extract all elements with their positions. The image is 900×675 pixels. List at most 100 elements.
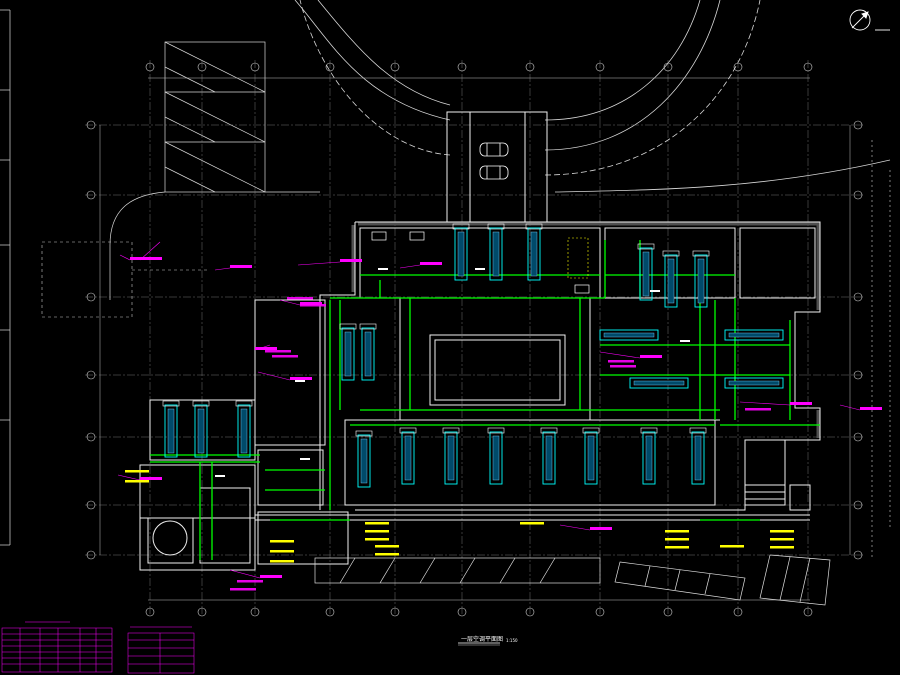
grid-bubble-icon bbox=[86, 292, 96, 302]
equipment-label bbox=[270, 540, 294, 543]
annotation-text-block bbox=[287, 297, 313, 300]
grid-bubble-icon bbox=[390, 607, 400, 617]
unit-header bbox=[582, 427, 600, 434]
annotation-callouts bbox=[117, 241, 882, 591]
leader-line bbox=[257, 371, 291, 381]
annotation-text-block bbox=[255, 347, 277, 350]
unit-header bbox=[339, 323, 357, 330]
leader-line bbox=[599, 351, 641, 359]
equipment-label bbox=[125, 480, 149, 483]
equipment-label bbox=[270, 550, 294, 553]
text-labels bbox=[125, 268, 794, 563]
outer-wall-band bbox=[351, 222, 820, 438]
room-label bbox=[650, 290, 660, 292]
equipment-label bbox=[665, 546, 689, 549]
air-handler-unit bbox=[341, 327, 355, 381]
equipment-zone bbox=[567, 237, 589, 279]
leader-line bbox=[559, 524, 591, 531]
annotation-text-block bbox=[610, 365, 636, 368]
grid-bubble-icon bbox=[853, 292, 863, 302]
unit-coil bbox=[457, 231, 465, 277]
unit-header bbox=[399, 427, 417, 434]
grid-bubble-icon bbox=[390, 62, 400, 72]
grid-bubble-icon bbox=[853, 432, 863, 442]
room-label bbox=[215, 475, 225, 477]
grid-bubble-icon bbox=[86, 550, 96, 560]
equipment-units bbox=[162, 223, 784, 488]
leader-line bbox=[214, 267, 231, 271]
room-label bbox=[680, 340, 690, 342]
leader-line bbox=[297, 261, 341, 266]
unit-coil bbox=[404, 435, 412, 481]
grid-bubble-icon bbox=[86, 190, 96, 200]
unit-coil bbox=[667, 258, 675, 304]
unit-header bbox=[359, 323, 377, 330]
air-handler-unit bbox=[639, 247, 653, 301]
equipment-label bbox=[520, 522, 544, 525]
unit-header bbox=[442, 427, 460, 434]
schedule-table-1 bbox=[1, 621, 113, 673]
unit-coil bbox=[697, 258, 705, 304]
fan-coil-unit bbox=[599, 329, 659, 341]
unit-header bbox=[162, 400, 180, 407]
unit-header bbox=[355, 430, 373, 437]
grid-bubble-icon bbox=[663, 62, 673, 72]
annotation-text-block bbox=[230, 265, 252, 268]
equipment-label bbox=[375, 553, 399, 556]
annotation-text-block bbox=[300, 304, 326, 307]
leader-line bbox=[119, 254, 131, 261]
grid-bubble-icon bbox=[733, 62, 743, 72]
room-label bbox=[295, 380, 305, 382]
grid-bubble-icon bbox=[803, 62, 813, 72]
grid-bubble-icon bbox=[325, 62, 335, 72]
grid-bubble-icon bbox=[197, 607, 207, 617]
unit-header bbox=[487, 427, 505, 434]
equipment-label bbox=[125, 470, 149, 473]
equipment-label bbox=[270, 560, 294, 563]
grid-bubble-icon bbox=[803, 607, 813, 617]
annotation-text-block bbox=[260, 575, 282, 578]
annotation-text-block bbox=[130, 257, 152, 260]
air-handler-unit bbox=[489, 431, 503, 485]
air-handler-unit bbox=[642, 431, 656, 485]
grid-bubble-icon bbox=[86, 370, 96, 380]
annotation-text-block bbox=[640, 355, 662, 358]
grid-bubble-icon bbox=[853, 500, 863, 510]
air-handler-unit bbox=[527, 227, 541, 281]
equipment-label bbox=[365, 530, 389, 533]
building-walls bbox=[139, 111, 821, 571]
grid-bubble-icon bbox=[853, 190, 863, 200]
annotation-text-block bbox=[790, 402, 812, 405]
leader-line bbox=[229, 569, 261, 579]
air-handler-unit bbox=[237, 404, 251, 458]
unit-coil bbox=[728, 332, 780, 338]
grid-bubble-icon bbox=[250, 62, 260, 72]
annotation-text-block bbox=[860, 407, 882, 410]
grid-bubble-icon bbox=[595, 607, 605, 617]
grid-bubble-icon bbox=[250, 607, 260, 617]
air-handler-unit bbox=[694, 254, 708, 308]
leader-line bbox=[399, 264, 421, 269]
fan-coil-unit bbox=[724, 329, 784, 341]
left-parking bbox=[0, 9, 320, 546]
leader-line bbox=[279, 299, 301, 306]
room-label bbox=[378, 268, 388, 270]
equipment-label bbox=[720, 545, 744, 548]
unit-coil bbox=[603, 332, 655, 338]
unit-header bbox=[662, 250, 680, 257]
unit-coil bbox=[447, 435, 455, 481]
grid-bubble-icon bbox=[325, 607, 335, 617]
grid-bubble-icon bbox=[663, 607, 673, 617]
grid-bubble-icon bbox=[595, 62, 605, 72]
unit-header bbox=[192, 400, 210, 407]
annotation-text-block bbox=[300, 302, 322, 305]
unit-header bbox=[540, 427, 558, 434]
annotation-text-block bbox=[272, 355, 298, 358]
grid-bubble-icon bbox=[86, 432, 96, 442]
equipment-label bbox=[665, 538, 689, 541]
north-arrow-icon bbox=[849, 9, 890, 31]
grid-bubbles bbox=[86, 62, 863, 617]
grid-bubble-icon bbox=[853, 370, 863, 380]
equipment-label bbox=[365, 538, 389, 541]
air-handler-unit bbox=[164, 404, 178, 458]
